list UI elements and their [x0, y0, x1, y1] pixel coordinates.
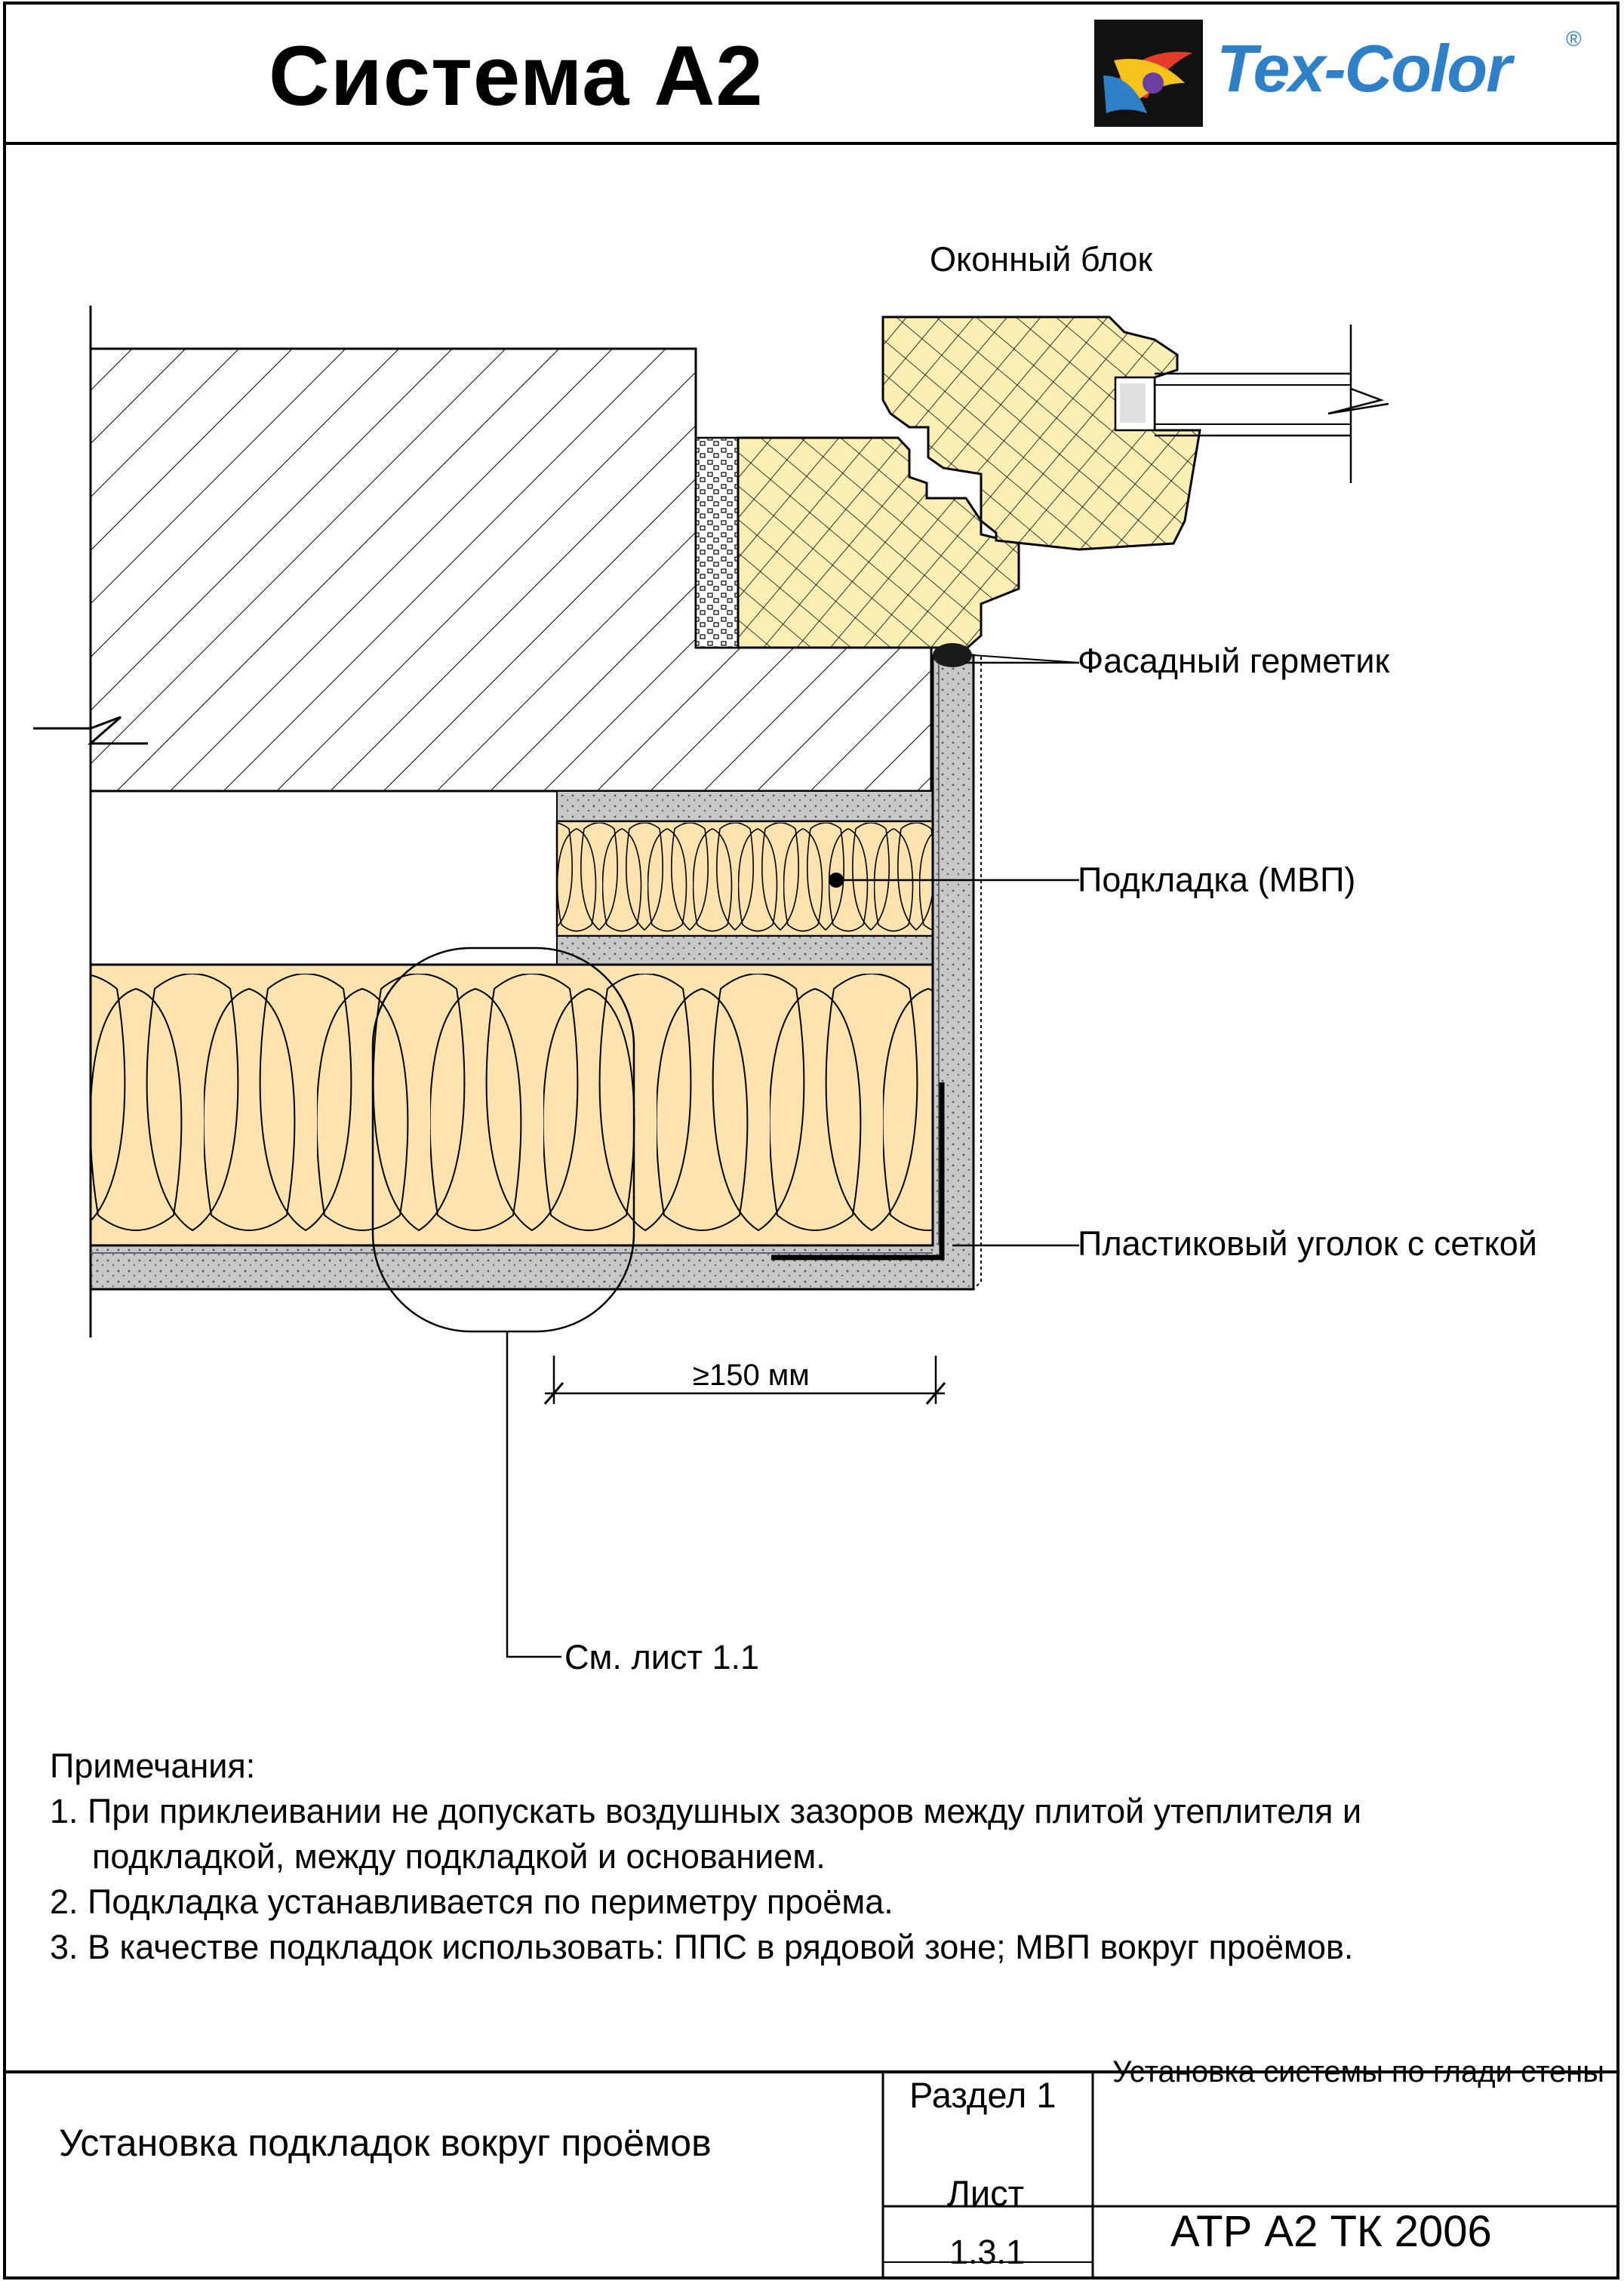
drawing-name: Установка подкладок вокруг проёмов: [59, 2122, 712, 2164]
glazing-unit: [1114, 325, 1389, 483]
registered-mark: ®: [1566, 27, 1582, 51]
title-block-frame: [5, 2070, 1618, 2278]
window-sash-profile: [881, 316, 1201, 551]
sealing-tape: [694, 436, 740, 649]
section-description: Установка системы по глади стены: [1112, 2055, 1605, 2089]
label-facade-sealant: Фасадный герметик: [1078, 642, 1390, 680]
notes-block: Примечания: 1. При приклеивании не допус…: [50, 1744, 1361, 1970]
sheet-label: Лист: [947, 2173, 1025, 2213]
note-item: 1. При приклеивании не допускать воздушн…: [50, 1792, 1362, 1830]
sheet-border: [3, 2, 1619, 2279]
label-underlay: Подкладка (МВП): [1078, 860, 1356, 899]
dimension-label: ≥150 мм: [693, 1359, 810, 1392]
label-plastic-corner: Пластиковый уголок с сеткой: [1078, 1224, 1537, 1263]
sheet-number: 1.3.1: [949, 2233, 1026, 2271]
page-title: Система А2: [269, 29, 764, 123]
note-item: подкладкой, между подкладкой и основание…: [92, 1837, 826, 1876]
underlay-mineral-wool: [555, 820, 934, 937]
dimension-line: [543, 1356, 946, 1405]
main-insulation-slab: [89, 963, 934, 1247]
reference-leader: [506, 1331, 561, 1658]
note-item: 2. Подкладка устанавливается по периметр…: [50, 1882, 894, 1921]
underlay-adhesive-bottom: [556, 935, 933, 965]
note-item: 3. В качестве подкладок использовать: ПП…: [50, 1928, 1354, 1966]
reference-label: См. лист 1.1: [564, 1638, 760, 1676]
plastic-corner-bead: [771, 1082, 945, 1261]
label-window-block: Оконный блок: [930, 240, 1153, 279]
section-label: Раздел 1: [909, 2075, 1057, 2115]
logo-wordmark: Tex-Color: [1216, 31, 1512, 106]
facade-sealant-bead: [933, 643, 972, 667]
document-code: АТР А2 ТК 2006: [1170, 2207, 1492, 2256]
window-frame-profile: [737, 436, 1020, 649]
reference-callout-outline: [371, 947, 635, 1333]
underlay-adhesive-top: [556, 790, 933, 822]
tex-color-logo-icon: [1094, 20, 1203, 127]
notes-heading: Примечания:: [50, 1747, 256, 1785]
